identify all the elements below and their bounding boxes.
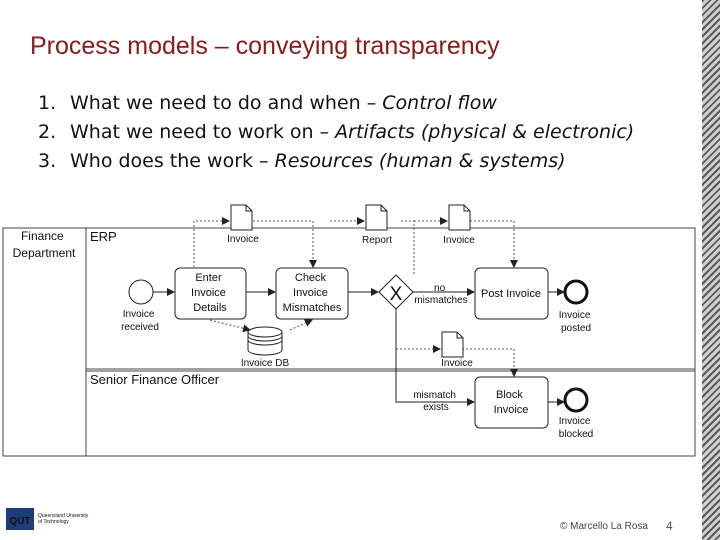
bullet-text: What we need to work on – [70, 121, 336, 143]
decorative-border-strip [702, 0, 720, 540]
pool-frame [2, 227, 696, 457]
end-event-posted [563, 279, 589, 305]
document-invoice-icon [448, 204, 471, 231]
bullet-number: 1. [38, 92, 57, 114]
task-block-invoice [474, 376, 549, 429]
bullet-number: 3. [38, 150, 57, 172]
task-label: Check Invoice Mismatches [283, 272, 342, 314]
task-label: Enter Invoice Details [191, 272, 229, 314]
svg-text:QUT: QUT [9, 516, 30, 527]
document-label: Report [362, 235, 392, 246]
bullet-item: 3. Who does the work – Resources (human &… [38, 150, 634, 179]
data-associations [193, 217, 518, 377]
page-number: 4 [666, 519, 673, 533]
end-event-label: Invoice posted [559, 310, 593, 334]
lane-label-erp: ERP [90, 229, 117, 244]
bullet-text: Who does the work – [70, 150, 275, 172]
task-post-invoice [474, 267, 549, 320]
bpmn-diagram: Finance Department ERP Senior Finance Of… [2, 204, 696, 457]
bullet-number: 2. [38, 121, 57, 143]
start-event [128, 279, 154, 305]
task-check-invoice-mismatches [275, 267, 349, 320]
gateway-symbol: X [390, 284, 403, 305]
bullet-list: 1. What we need to do and when – Control … [38, 92, 634, 179]
pool-label: Finance Department [13, 229, 76, 260]
slide-title: Process models – conveying transparency [30, 32, 500, 60]
task-enter-invoice-details [174, 267, 247, 320]
start-event-label: Invoice received [121, 309, 159, 333]
database-icon [247, 326, 283, 356]
condition-mismatch: mismatch exists [413, 390, 459, 413]
svg-text:Queensland University of T: Queensland University of Technology [38, 513, 90, 525]
document-report-icon [365, 204, 388, 231]
document-label: Invoice [443, 235, 475, 246]
end-event-blocked [563, 387, 589, 413]
bullet-item: 2. What we need to work on – Artifacts (p… [38, 121, 634, 150]
condition-no-mismatch: no mismatches [414, 283, 467, 306]
bullet-item: 1. What we need to do and when – Control … [38, 92, 634, 121]
task-label: Block Invoice [494, 389, 529, 416]
qut-logo: QUT Queensland University of Technology [6, 508, 90, 530]
document-invoice-icon [441, 331, 464, 358]
end-event-label: Invoice blocked [559, 416, 593, 440]
bullet-emphasis: Control flow [382, 92, 497, 114]
document-invoice-icon [230, 204, 253, 231]
sequence-flows [153, 288, 565, 406]
document-label: Invoice [441, 358, 473, 369]
datastore-label: Invoice DB [241, 358, 290, 369]
bullet-text: What we need to do and when – [70, 92, 383, 114]
lane-label-sfo: Senior Finance Officer [90, 372, 220, 387]
document-label: Invoice [227, 234, 259, 245]
bullet-emphasis: Resources (human & systems) [274, 150, 566, 172]
copyright-text: © Marcello La Rosa [560, 521, 648, 532]
bullet-emphasis: Artifacts (physical & electronic) [335, 121, 635, 143]
task-label: Post Invoice [481, 288, 541, 300]
